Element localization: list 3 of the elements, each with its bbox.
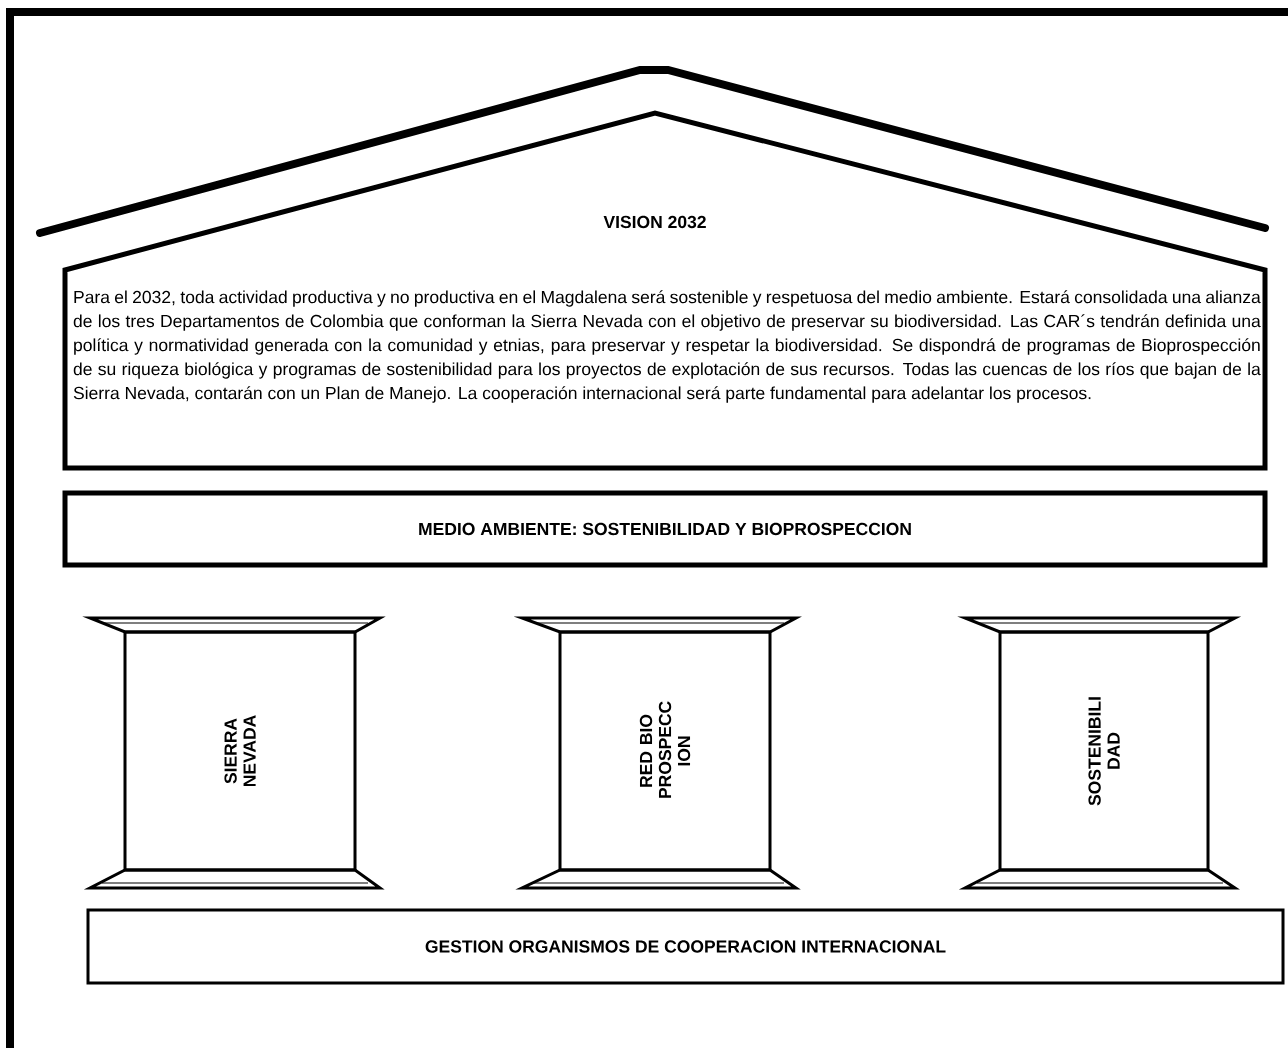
house-panel: VISION 2032 Para el 2032, toda actividad productiva y no productiva en el Magdalena será sostenible y respetuosa del medio ambiente. Estará consolidada una alianza de los tres Departamentos de Colombia que conforman la Sierra Nevada con el objetivo de preservar su biodiversidad. Las CAR´s tendrán definida una política y normatividad generada con la comunidad y etnias, para preservar y respetar la biodiversidad. Se dispondrá de programas de Bioprospección de su riqueza biológica y programas de sostenibilidad para los proyectos de explotación de sus recursos. Todas las cuencas de los ríos que bajan de la Sierra Nevada, contarán con un Plan de Manejo. La cooperación internacional será parte fundamental para adelantar los procesos.	[62, 110, 1268, 471]
banner-box: GESTION ORGANISMOS DE COOPERACION INTERNACIONAL	[86, 908, 1285, 985]
banner-box: MEDIO AMBIENTE: SOSTENIBILIDAD Y BIOPROSPECCION	[62, 490, 1268, 568]
